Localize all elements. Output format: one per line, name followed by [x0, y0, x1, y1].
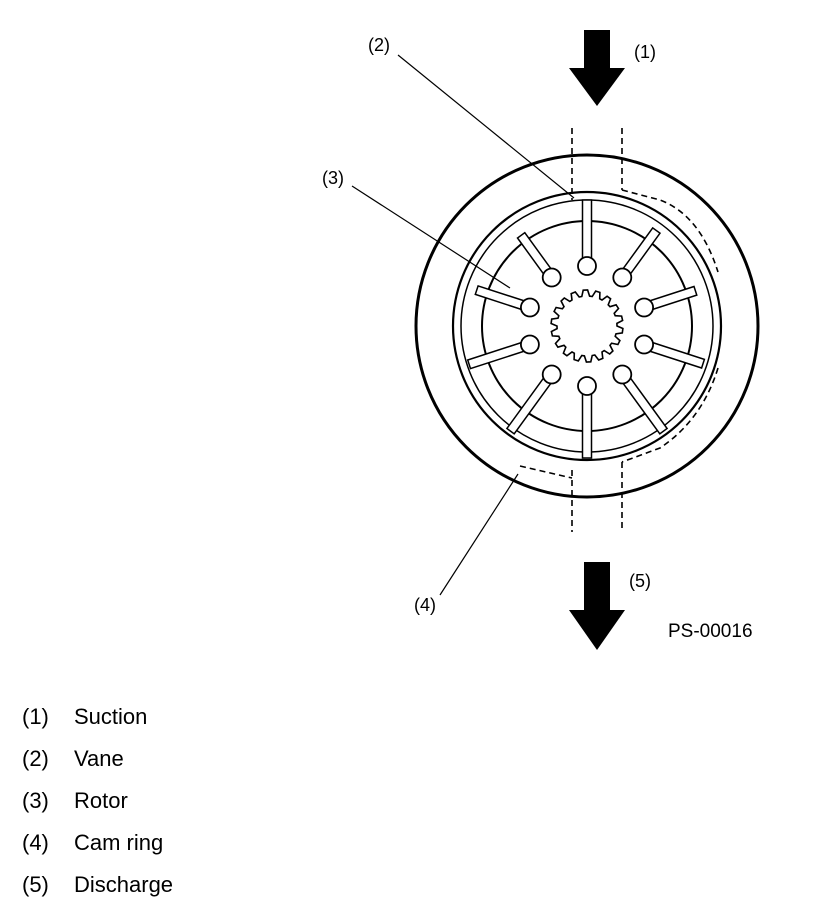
legend-item: (1) Suction — [22, 700, 173, 742]
legend-text: Rotor — [74, 788, 128, 813]
vane — [505, 364, 562, 435]
callout-3: (3) — [322, 168, 344, 188]
legend-number: (3) — [22, 788, 49, 813]
vane — [612, 226, 662, 288]
splined-shaft — [550, 289, 624, 363]
legend-text: Vane — [74, 746, 124, 771]
legend-text: Suction — [74, 704, 148, 729]
vane — [474, 284, 540, 318]
leader-lines — [351, 54, 575, 596]
vane — [634, 334, 706, 369]
legend-item: (4) Cam ring — [22, 826, 173, 868]
legend-number: (4) — [22, 830, 49, 855]
vane — [577, 199, 597, 276]
vane — [466, 334, 540, 370]
legend-text: Cam ring — [74, 830, 164, 855]
callout-1: (1) — [634, 42, 656, 62]
discharge-arrow-icon — [569, 562, 625, 650]
vane — [634, 285, 698, 318]
port-dashed-lines — [519, 128, 719, 532]
figure-id: PS-00016 — [668, 621, 753, 642]
pump-housing — [414, 153, 760, 499]
vanes — [466, 199, 706, 459]
legend-number: (2) — [22, 746, 49, 771]
vane-pump-diagram: (1) (2) (3) (4) (5) PS-00016 — [322, 30, 760, 650]
vane — [577, 376, 597, 459]
callout-4: (4) — [414, 595, 436, 615]
suction-arrow-icon — [569, 30, 625, 106]
legend-number: (5) — [22, 872, 49, 897]
legend-item: (2) Vane — [22, 742, 173, 784]
legend-item: (3) Rotor — [22, 784, 173, 826]
legend-item: (5) Discharge — [22, 868, 173, 910]
vane — [612, 364, 669, 435]
legend-number: (1) — [22, 704, 49, 729]
legend-text: Discharge — [74, 872, 174, 897]
callout-2: (2) — [368, 35, 390, 55]
vane — [516, 231, 562, 288]
legend-list: (1) Suction (2) Vane (3) Rotor (4) Cam r… — [22, 700, 173, 910]
callout-5: (5) — [629, 571, 651, 591]
